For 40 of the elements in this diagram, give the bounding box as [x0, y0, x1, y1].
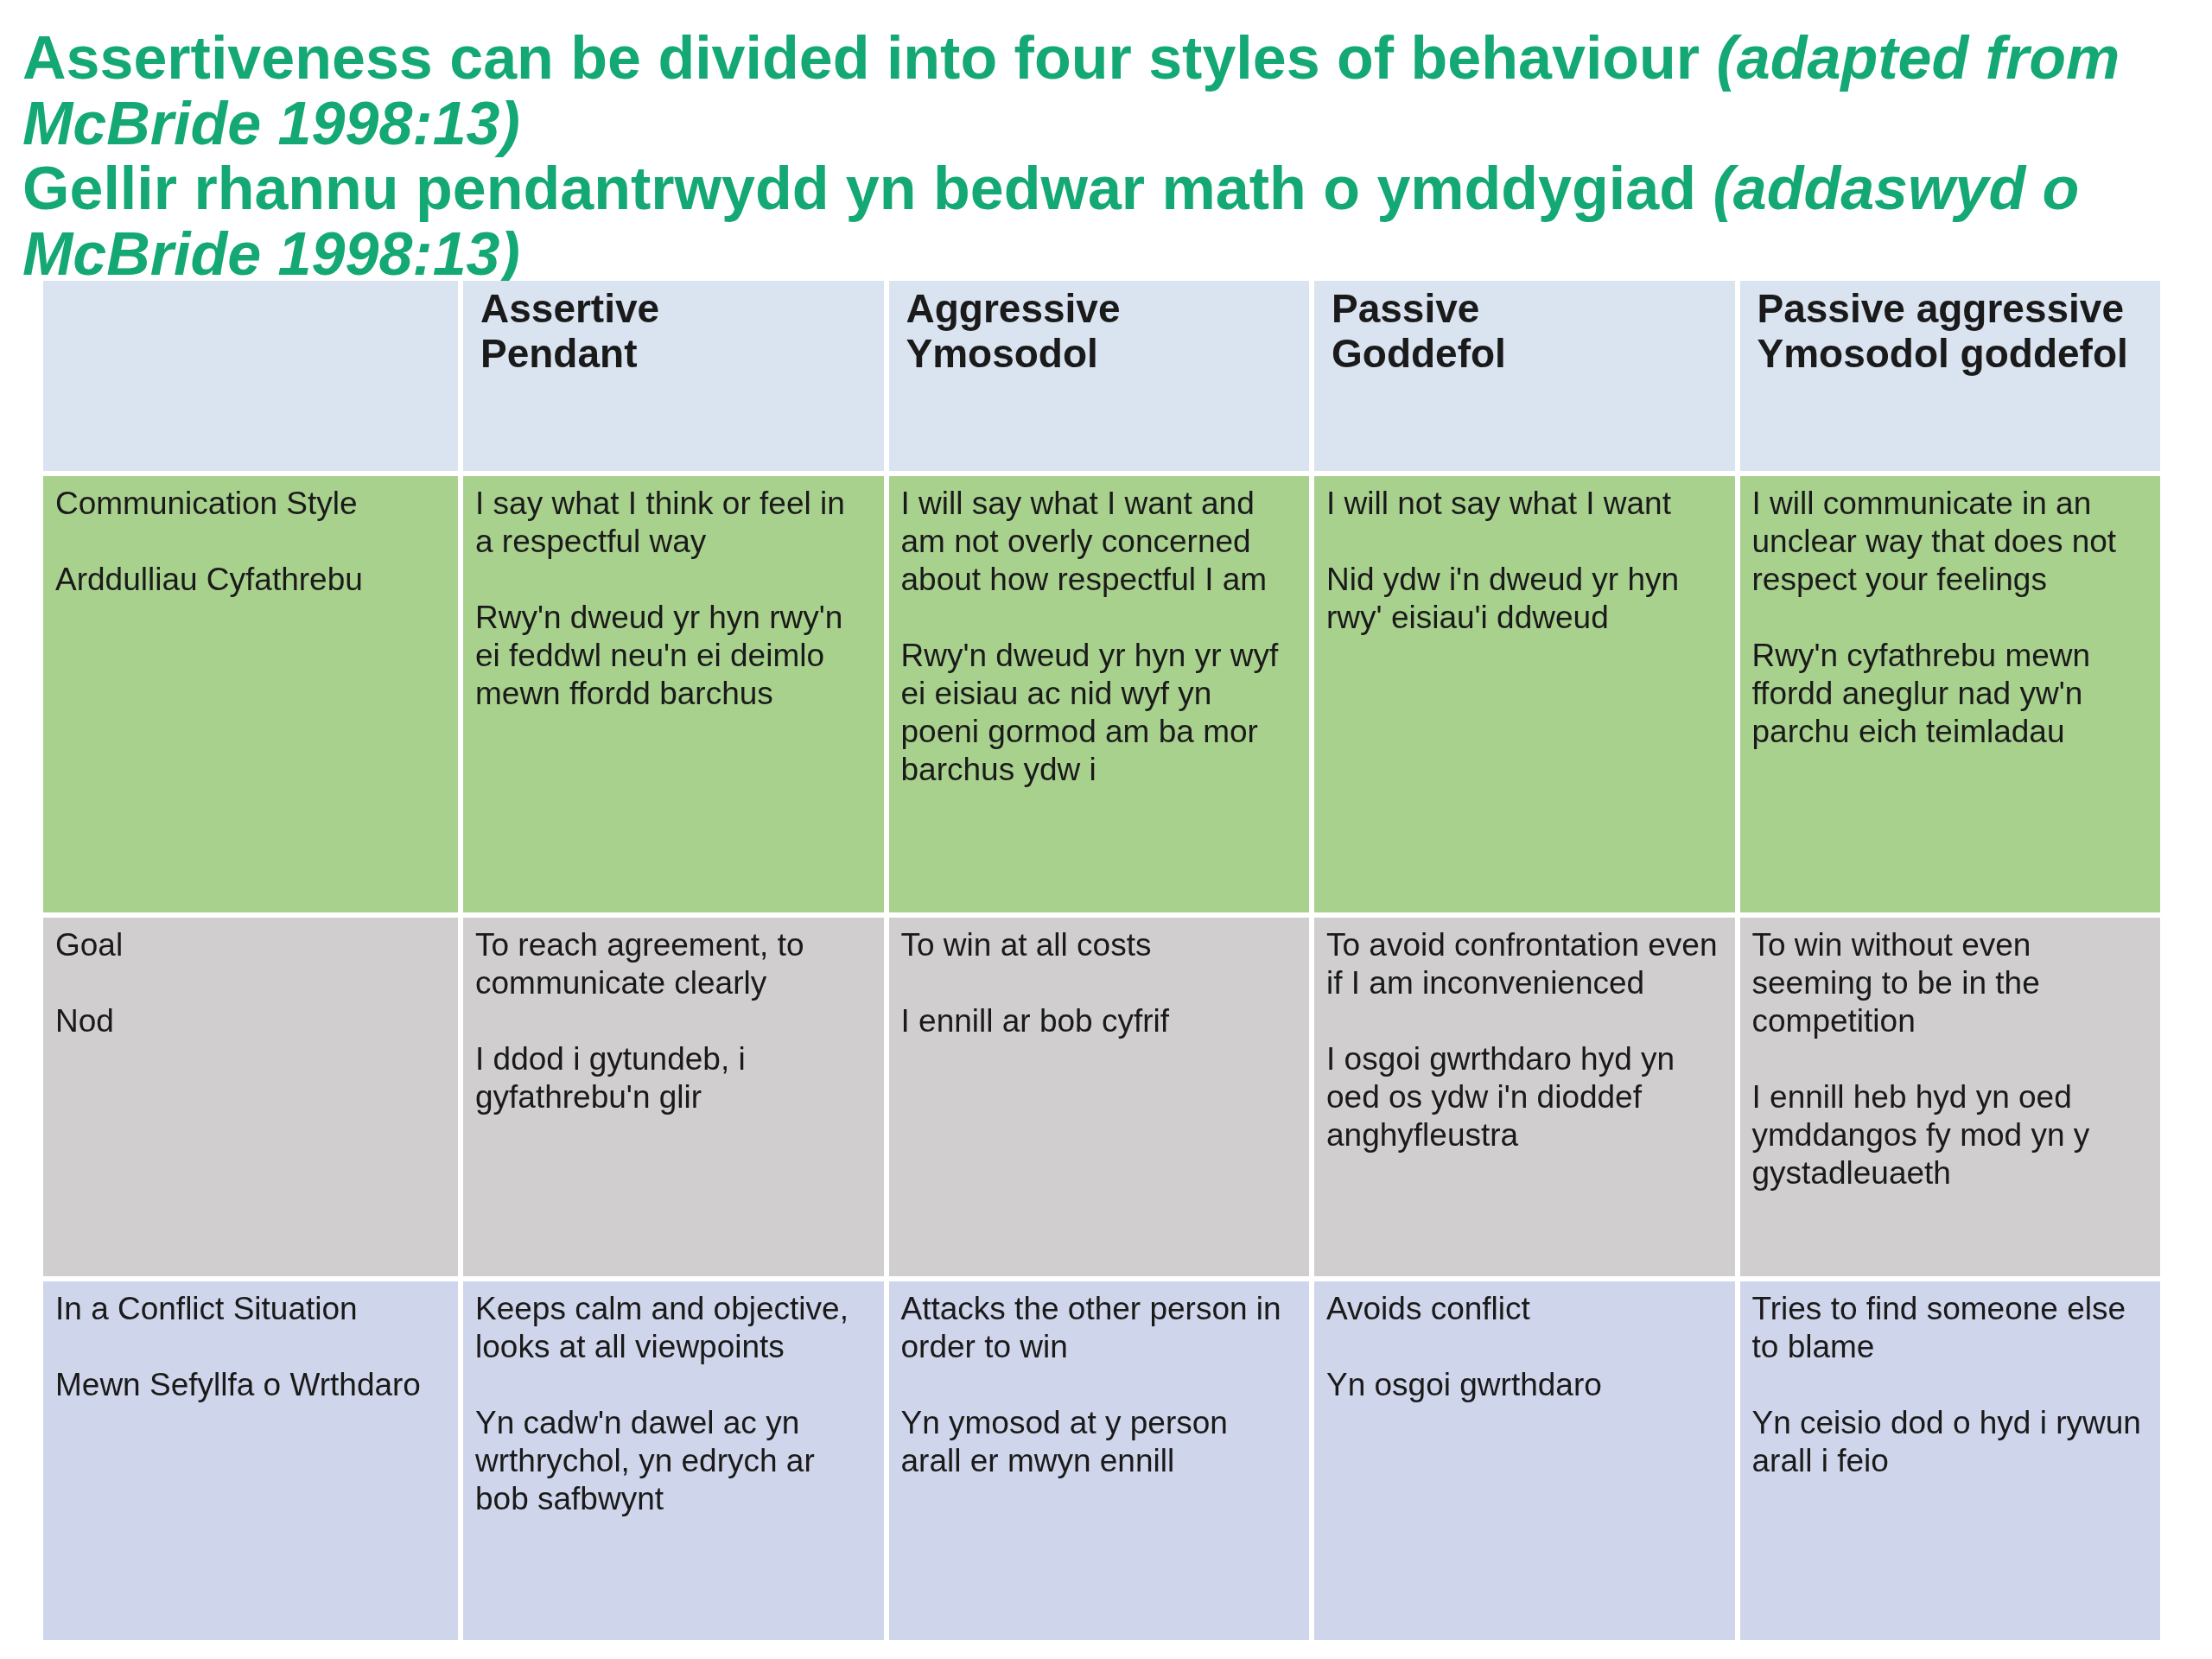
cell-text: Nid ydw i'n dweud yr hyn rwy' eisiau'i ddweud: [1326, 561, 1681, 637]
column-heading: Assertive: [480, 286, 661, 331]
cell-text: Attacks the other person in order to win: [900, 1290, 1282, 1366]
cell-text: Rwy'n dweud yr hyn rwy'n ei feddwl neu'n ei deimlo mewn ffordd barchus: [475, 599, 844, 713]
cell-text: Yn ceisio dod o hyd i rywun arall i feio: [1751, 1404, 2142, 1480]
cell-text: I ddod i gytundeb, i gyfathrebu'n glir: [475, 1040, 747, 1116]
cell-text: I osgoi gwrthdaro hyd yn oed os ydw i'n dioddef anghyfleustra: [1326, 1040, 1676, 1154]
row-heading: Mewn Sefyllfa o Wrthdaro: [55, 1366, 422, 1404]
cell-text: I will say what I want and am not overly concerned about how respectful I am: [900, 485, 1268, 599]
row-heading: In a Conflict Situation: [55, 1290, 359, 1328]
cell-text: Yn osgoi gwrthdaro: [1326, 1366, 1603, 1404]
column-heading: Ymosodol goddefol: [1757, 331, 2129, 376]
cell-text: Rwy'n dweud yr hyn yr wyf ei eisiau ac nid wyf yn poeni gormod am ba mor barchus ydw i: [900, 637, 1280, 789]
row-heading: Communication Style: [55, 485, 359, 523]
cell-text: I ennill ar bob cyfrif: [900, 1002, 1171, 1040]
cell-text: I will communicate in an unclear way that does not respect your feelings: [1751, 485, 2118, 599]
cell-text: Avoids conflict: [1326, 1290, 1531, 1328]
cell-text: To reach agreement, to communicate clearly: [475, 926, 805, 1002]
cell-text: Yn cadw'n dawel ac yn wrthrychol, yn edrych ar bob safbwynt: [475, 1404, 816, 1518]
cell-text: I say what I think or feel in a respectful way: [475, 485, 846, 561]
cell-text: Tries to find someone else to blame: [1751, 1290, 2127, 1366]
cell-text: To win at all costs: [900, 926, 1153, 964]
cell-text: To avoid confrontation even if I am inconvenienced: [1326, 926, 1719, 1002]
column-heading: Passive: [1332, 286, 1481, 331]
column-heading: Goddefol: [1332, 331, 1507, 376]
column-heading: Pendant: [480, 331, 639, 376]
row-heading: Goal: [55, 926, 124, 964]
cell-text: To win without even seeming to be in the competition: [1751, 926, 2041, 1040]
row-heading: Arddulliau Cyfathrebu: [55, 561, 364, 599]
cell-text: Keeps calm and objective, looks at all viewpoints: [475, 1290, 849, 1366]
column-heading: Ymosodol: [906, 331, 1099, 376]
title: Assertiveness can be divided into four styles of behaviour (adapted from McBride 1998:13): [22, 26, 2121, 157]
column-heading: Aggressive: [906, 286, 1122, 331]
subtitle: Gellir rhannu pendantrwydd yn bedwar math o ymddygiad (addaswyd o McBride 1998:13): [22, 156, 2081, 288]
cell-text: Yn ymosod at y person arall er mwyn ennill: [900, 1404, 1229, 1480]
row-heading: Nod: [55, 1002, 115, 1040]
cell-text: Rwy'n cyfathrebu mewn ffordd aneglur nad yw'n parchu eich teimladau: [1751, 637, 2092, 751]
cell-text: I will not say what I want: [1326, 485, 1672, 523]
cell-text: I ennill heb hyd yn oed ymddangos fy mod yn y gystadleuaeth: [1751, 1078, 2091, 1192]
column-heading: Passive aggressive: [1757, 286, 2126, 331]
